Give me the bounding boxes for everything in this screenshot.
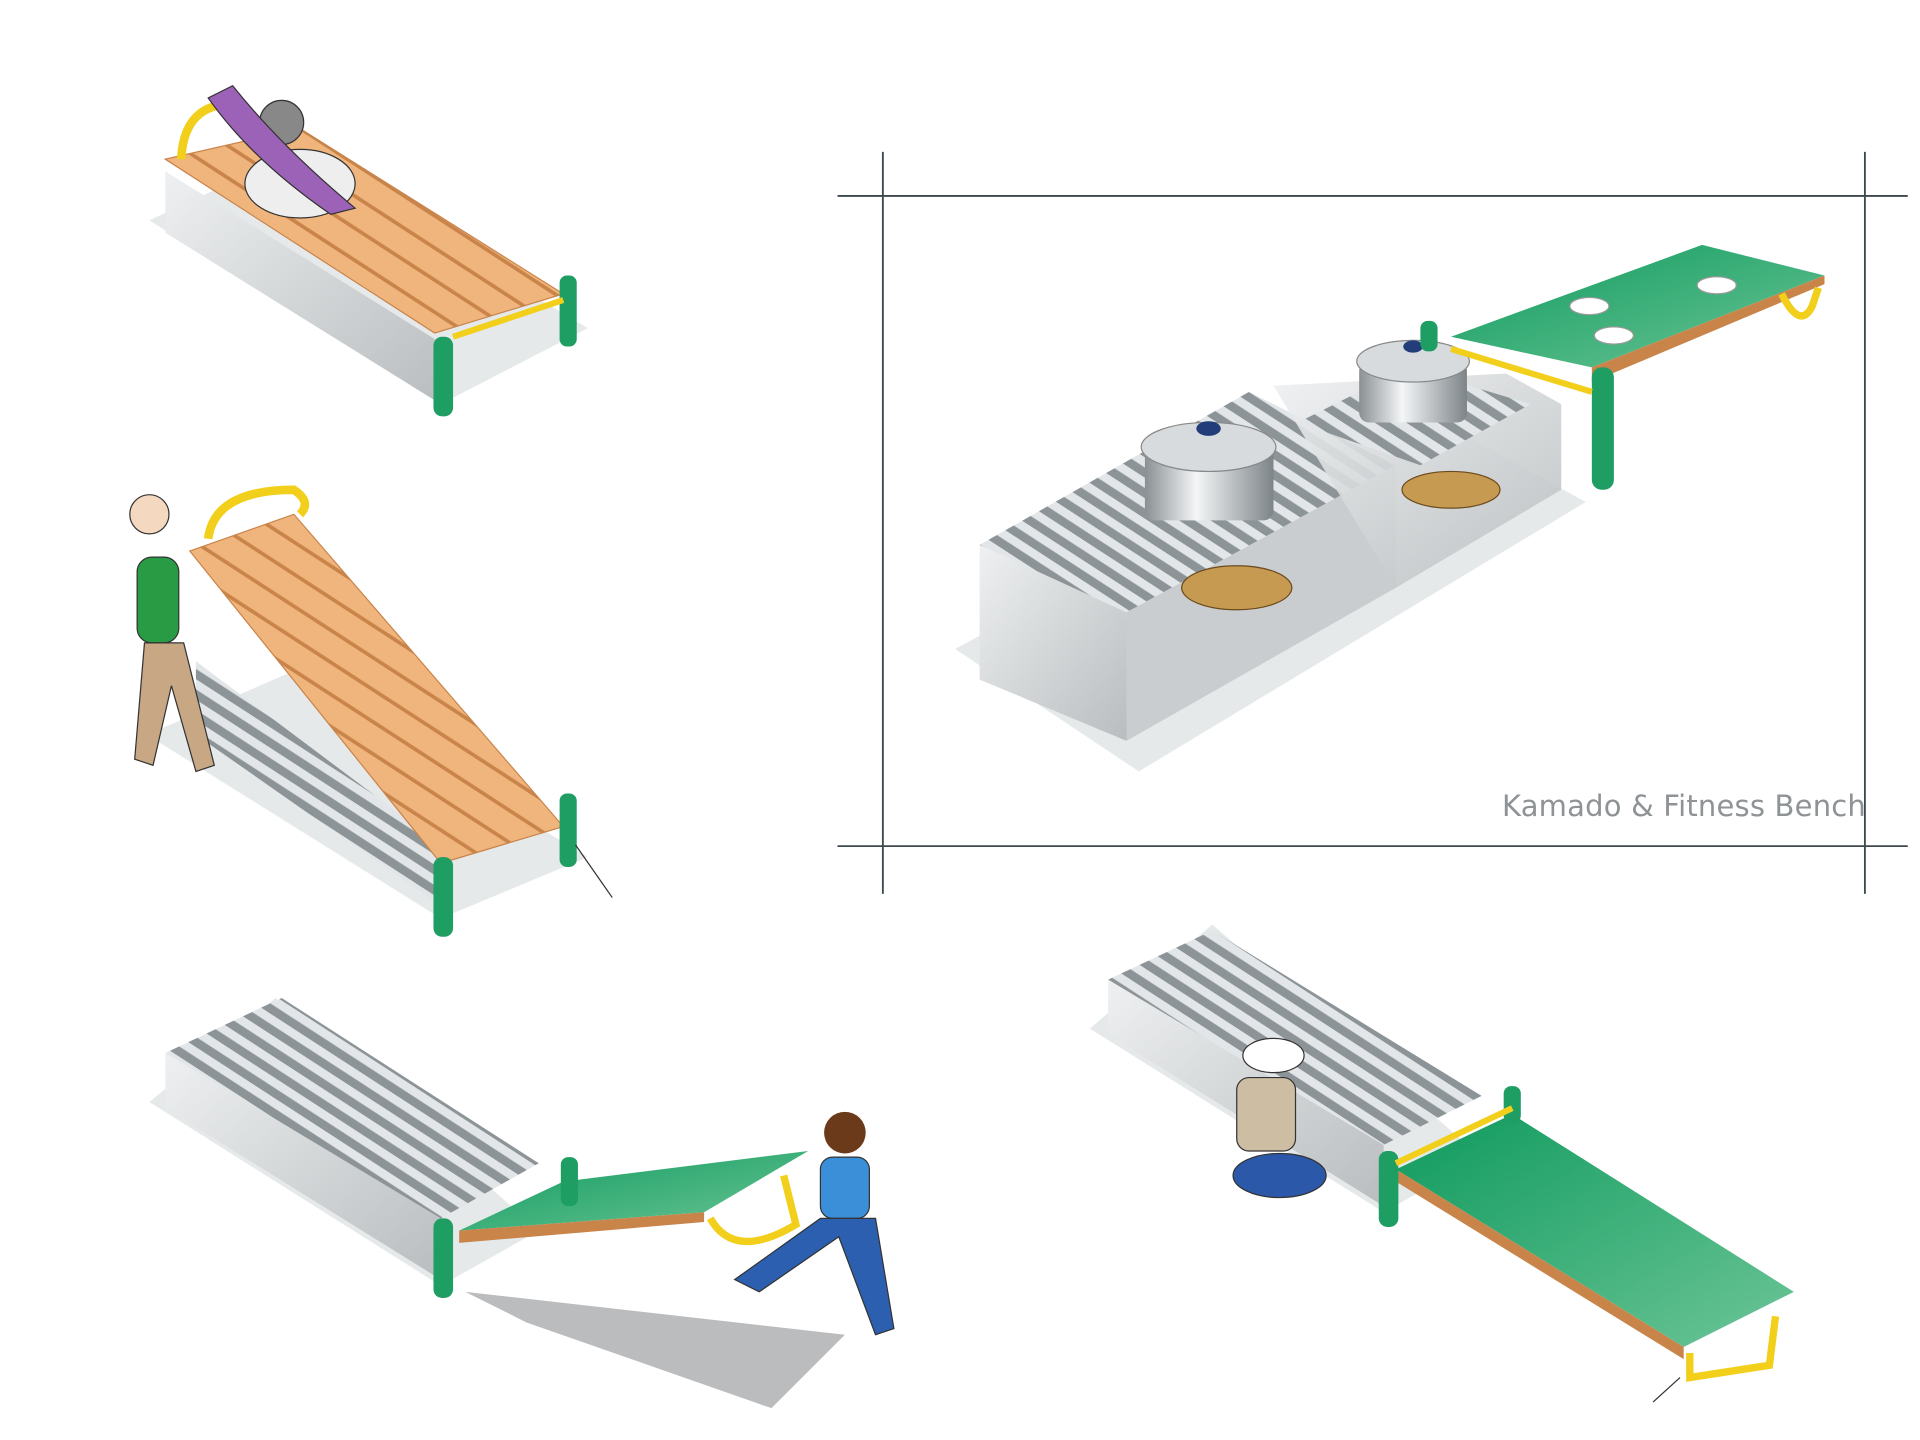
pot-icon <box>1140 421 1277 521</box>
frame-lines <box>837 151 1908 894</box>
bench-kamado-with-child <box>149 997 895 1409</box>
pot-icon <box>1356 339 1470 423</box>
child-icon <box>733 1111 895 1336</box>
bench-inclined-with-person <box>129 485 613 937</box>
person-icon <box>129 494 216 773</box>
bench-kamado-with-cook <box>1089 924 1794 1403</box>
kamado-bench-main <box>955 244 1825 772</box>
cook-icon <box>1232 1037 1327 1199</box>
firewood-icon <box>1181 470 1501 611</box>
sheet-caption: Kamado & Fitness Bench <box>1502 789 1866 823</box>
plate-icon <box>1569 276 1737 345</box>
bench-flat-with-person <box>149 84 588 417</box>
person-icon <box>207 84 357 219</box>
